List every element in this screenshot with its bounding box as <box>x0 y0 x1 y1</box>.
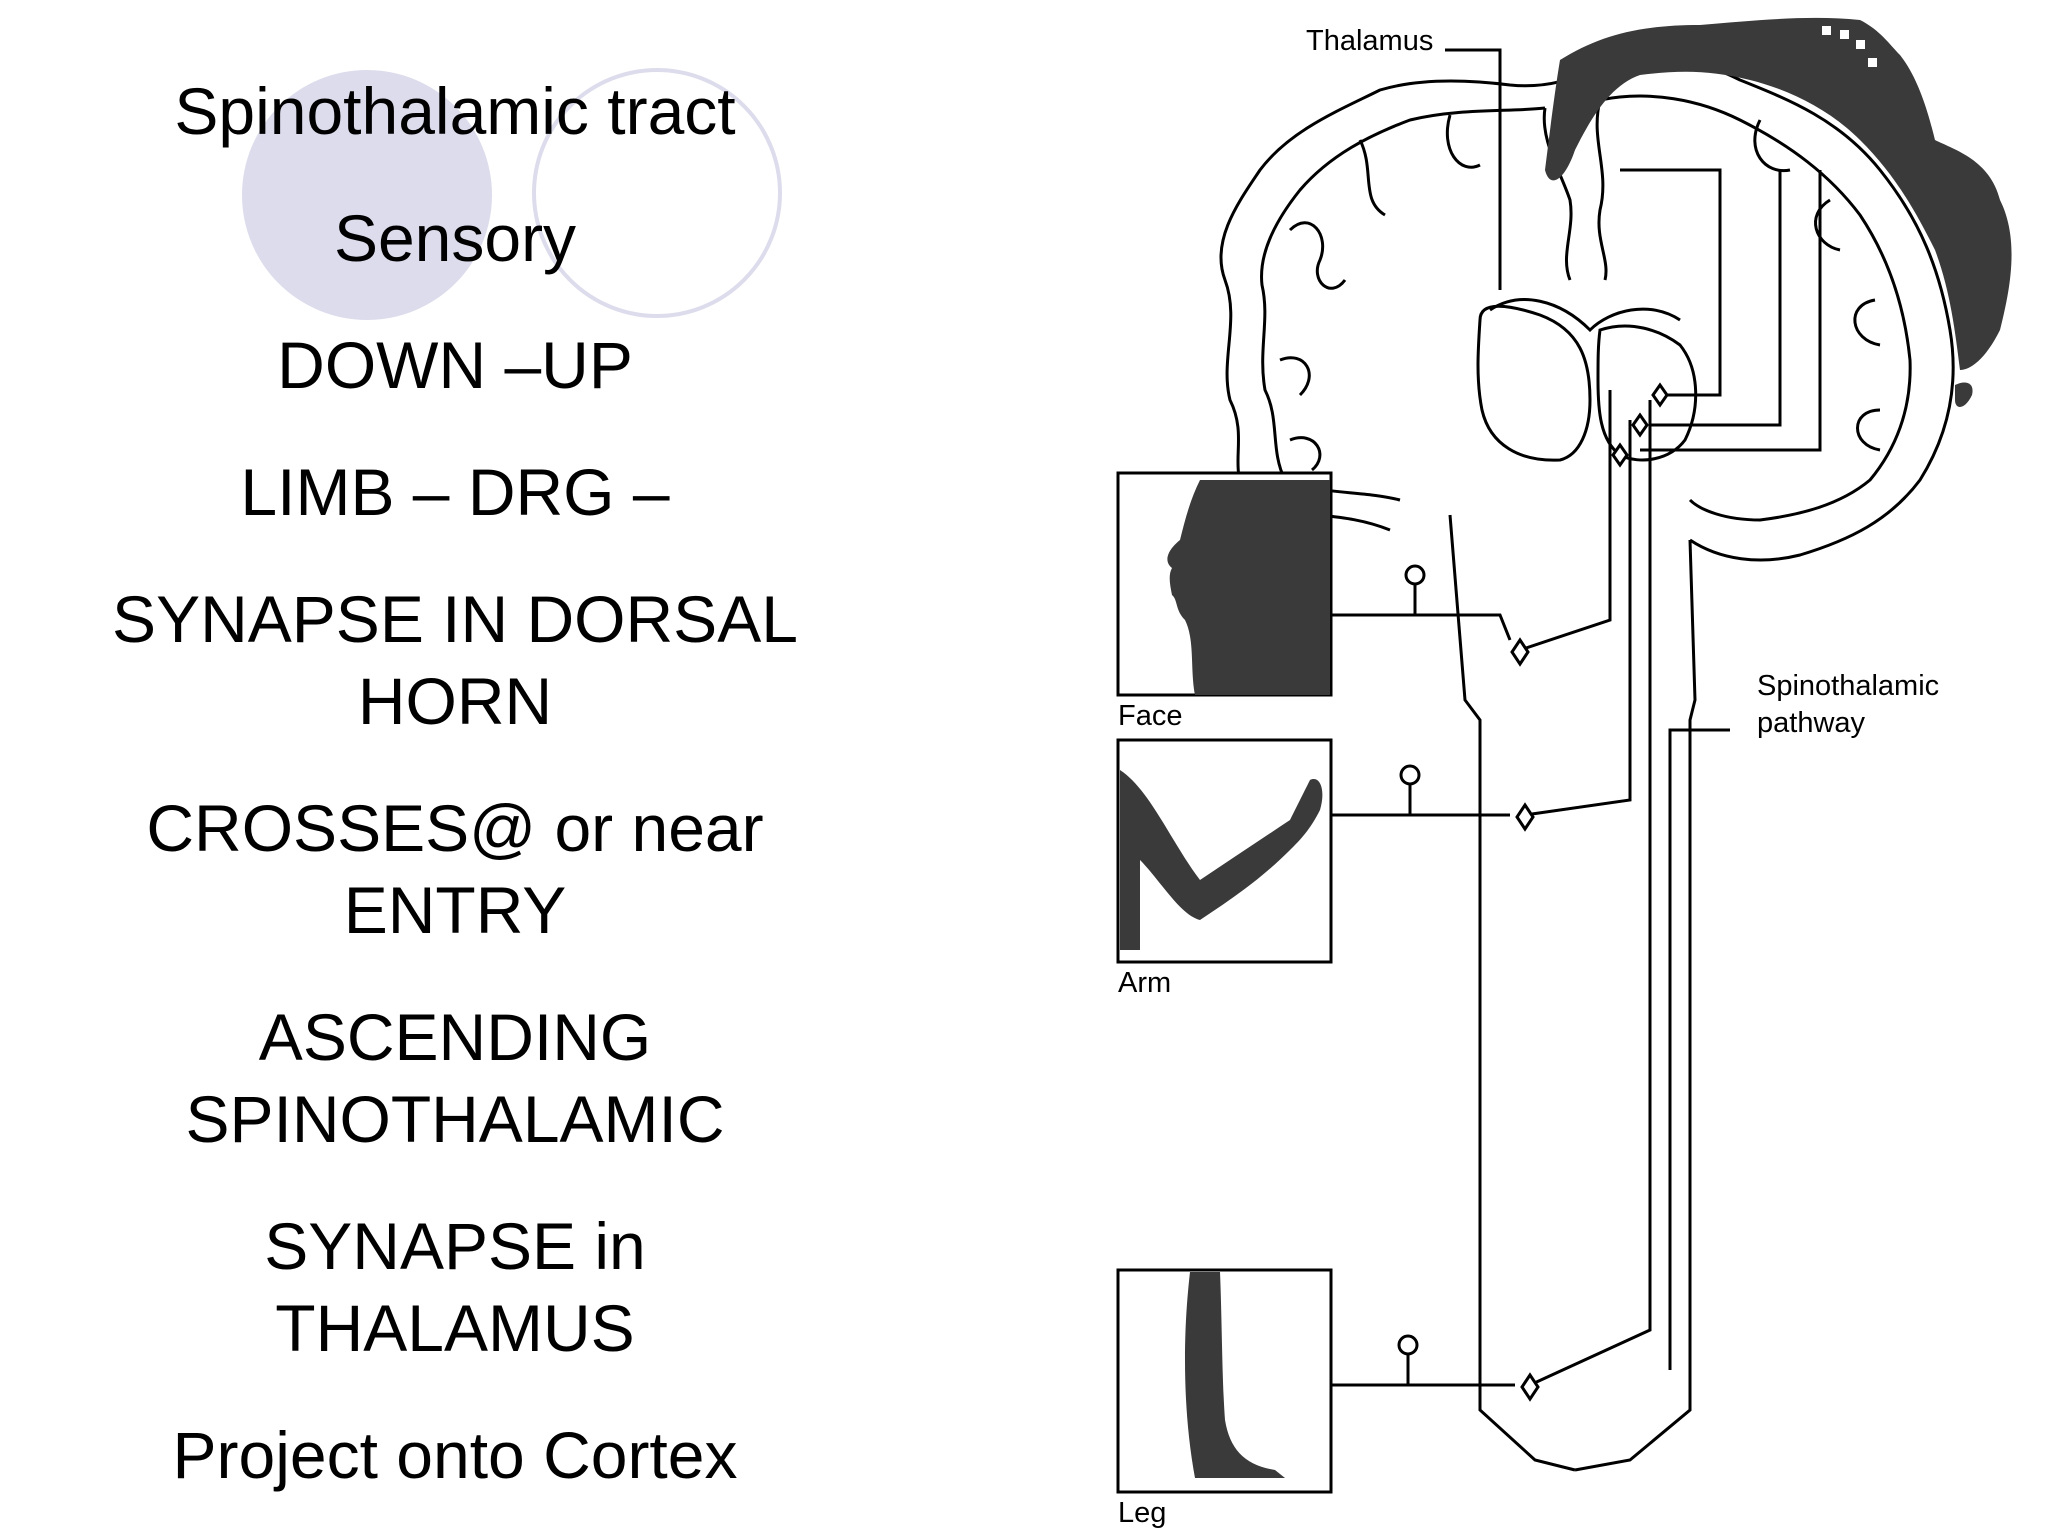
decorative-circle-filled <box>242 70 492 320</box>
bullet-sensory: Sensory <box>333 201 577 275</box>
cortex-shaded-region <box>1545 17 2012 371</box>
spinothalamic-diagram: Thalamus Spinothalamic pathway Face Arm … <box>1116 17 2012 1529</box>
bullet-ascending: ASCENDING SPINOTHALAMIC <box>185 1000 725 1156</box>
brain-inner-outline-right <box>1599 94 1912 522</box>
face-image <box>1116 471 1333 697</box>
pathway-label-line1: Spinothalamic <box>1757 670 1939 702</box>
cortex-speckles <box>1822 26 1877 67</box>
pathway-label-line2: pathway <box>1757 707 1866 739</box>
bullet-crosses-entry: CROSSES@ or near ENTRY <box>146 791 764 947</box>
face-label: Face <box>1118 700 1182 732</box>
arm-label: Arm <box>1118 967 1171 999</box>
midline-fold <box>1542 107 1573 281</box>
thalamus-right <box>1596 324 1698 462</box>
bullet-synapse-dorsal-horn: SYNAPSE IN DORSAL HORN <box>112 582 798 738</box>
bullet-limb-drg: LIMB – DRG – <box>240 455 670 529</box>
synapse-thalamus-1 <box>1651 382 1669 408</box>
decorative-circle-outline <box>532 68 782 318</box>
leg-label: Leg <box>1118 1497 1166 1529</box>
bullet-synapse-thalamus: SYNAPSE in THALAMUS <box>264 1209 646 1365</box>
arm-image <box>1116 738 1333 964</box>
leg-image <box>1116 1268 1333 1494</box>
spinal-cord-left <box>1448 514 1576 1472</box>
bullet-down-up: DOWN –UP <box>277 328 633 402</box>
bullet-list: Spinothalamic tract Sensory DOWN –UP LIM… <box>40 70 870 1540</box>
bullet-title: Spinothalamic tract <box>174 74 736 148</box>
thalamus-label: Thalamus <box>1306 25 1433 57</box>
thalamus-left <box>1476 304 1592 462</box>
bullet-project-cortex: Project onto Cortex <box>172 1418 738 1492</box>
spinal-cord-right <box>1574 539 1697 1472</box>
